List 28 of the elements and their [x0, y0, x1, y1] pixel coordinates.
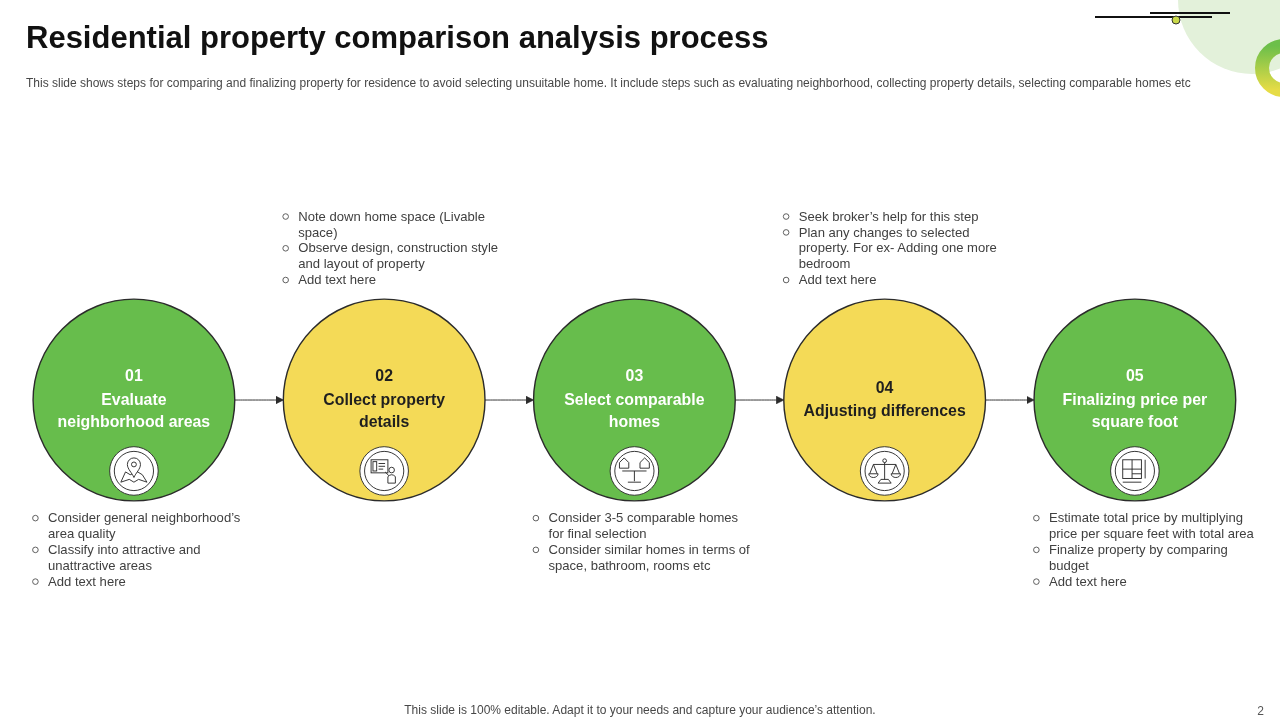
step-title: 04 Adjusting differences: [803, 377, 966, 422]
subtitle-text: This slide shows steps for comparing and finalizing property for residence to avoid selecting unsuitable home. It include steps such as evaluating neighborhood, collecting property details, selecting comparable homes etc: [26, 76, 1191, 90]
step-title: 01 Evaluate neighborhood areas: [56, 366, 212, 434]
bullet-text: Seek broker’s help for this step: [780, 208, 979, 225]
slide-title: Residential property comparison analysis process: [26, 20, 769, 56]
bullet-text: Note down home space (Livable space): [279, 208, 504, 241]
footer-text: This slide is 100% editable. Adapt it to your needs and capture your audience’s attention.: [404, 703, 876, 717]
bullet-text: Finalize property by comparing budget: [1030, 541, 1255, 574]
circle-node: [783, 298, 987, 502]
bullet-text: Add text here: [1030, 573, 1127, 590]
step-title: 05 Finalizing price per square foot: [1061, 366, 1209, 434]
bullet-text: Plan any changes to selected property. For ex- Adding one more bedroom: [780, 224, 1005, 273]
bullet-text: Consider similar homes in terms of space, bathroom, rooms etc: [529, 541, 754, 574]
circle-node: [32, 298, 236, 502]
circle-node: [1033, 298, 1237, 502]
bullet-text: Classify into attractive and unattractive areas: [29, 541, 254, 574]
bullet-text: Consider 3-5 comparable homes for final selection: [529, 510, 754, 542]
bullet-text: Consider general neighborhood’s area quality: [29, 510, 254, 542]
bullet-text: Estimate total price by multiplying price per square feet with total area: [1030, 510, 1255, 542]
bullet-text: Add text here: [279, 272, 376, 288]
circle-node: [282, 298, 486, 502]
bullet-text: Add text here: [29, 573, 126, 590]
circle-node: [532, 298, 736, 502]
step-title: 03 Select comparable homes: [563, 366, 706, 434]
step-title: 02 Collect property details: [322, 366, 446, 434]
bullet-text: Add text here: [780, 272, 877, 288]
page-number: 2: [1257, 704, 1264, 718]
bullet-text: Observe design, construction style and layout of property: [279, 240, 504, 273]
